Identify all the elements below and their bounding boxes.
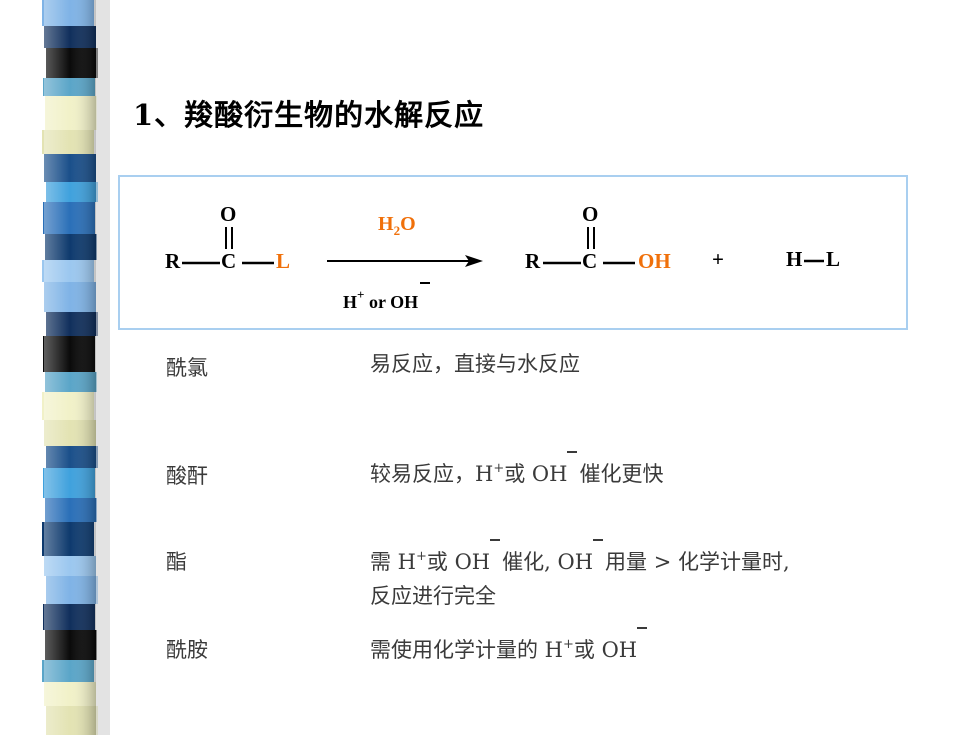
carbonyl-oxygen-2: O [582,202,599,226]
bond-c-oh [603,261,635,265]
label-acyl-chloride: 酰氯 [166,356,208,380]
leaving-group-hl: L [826,247,841,271]
r-group-1: R [165,249,181,273]
label-ester: 酯 [166,550,187,574]
bond-c-l [242,261,274,265]
bond-r-c-2 [543,261,581,265]
r-group-2: R [525,249,541,273]
hydroxyl-group: OH [638,249,671,273]
reagent-water: H2O [378,213,416,238]
plus-sign: + [712,247,724,271]
double-bond-1 [225,227,233,249]
carbonyl-oxygen-1: O [220,202,237,226]
desc-amide: 需使用化学计量的 H+ 或 OH [370,627,648,667]
carbon-1: C [221,249,237,273]
decorative-side-strip [42,0,110,735]
bond-r-c-1 [182,261,220,265]
desc-acyl-chloride: 易反应，直接与水反应 [370,352,580,376]
label-amide: 酰胺 [166,638,208,662]
hydrogen: H [786,247,803,271]
bond-h-l [804,259,824,263]
page-title: 1、羧酸衍生物的水解反应 [133,98,485,132]
reaction-box: O R C L H2O H+ or OH O R C OH + H L [118,175,908,330]
leaving-group-l: L [276,249,291,273]
reagent-catalyst: H+ or OH [343,282,431,313]
reaction-arrow [327,255,483,267]
double-bond-2 [587,227,595,249]
carbon-2: C [582,249,598,273]
label-anhydride: 酸酐 [166,464,208,488]
